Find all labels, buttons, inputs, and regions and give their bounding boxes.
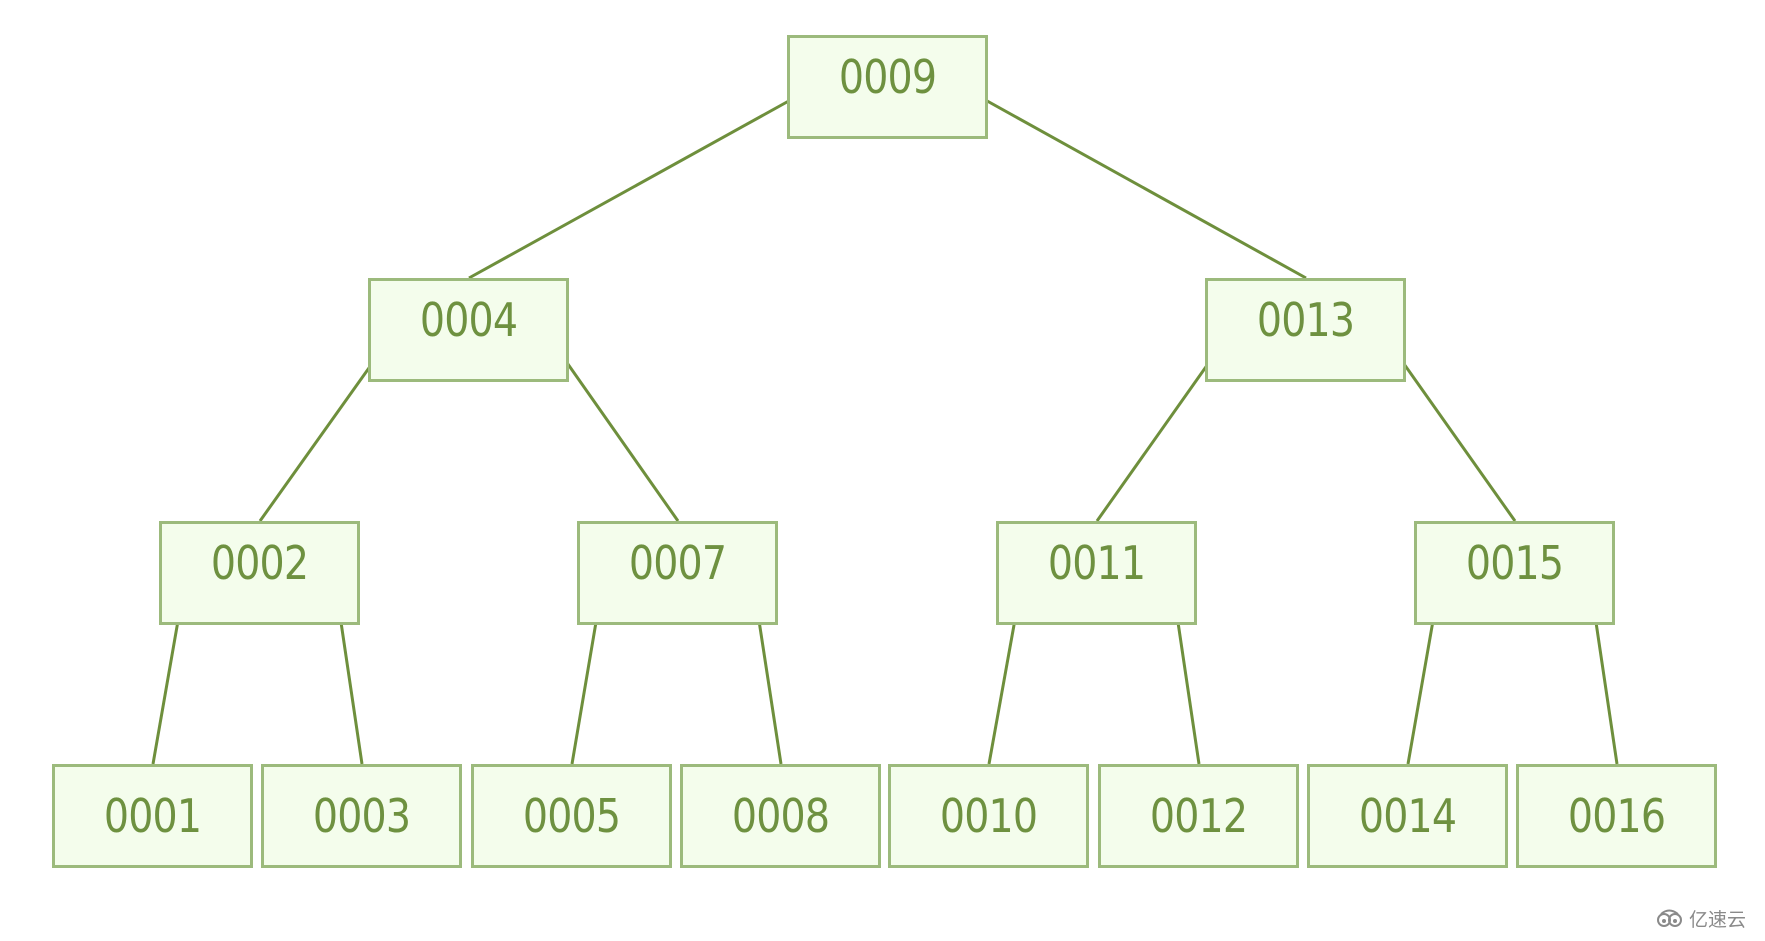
edge-0009-0004 (468, 85, 815, 280)
cloud-logo-icon (1657, 909, 1682, 927)
tree-node-0009: 0009 (787, 35, 988, 139)
node-label: 0013 (1256, 293, 1355, 347)
tree-node-0015: 0015 (1414, 521, 1615, 625)
node-label: 0004 (419, 293, 518, 347)
node-label: 0009 (838, 50, 937, 104)
edge-0009-0013 (961, 85, 1307, 280)
node-label: 0016 (1567, 789, 1666, 843)
tree-node-0004: 0004 (368, 278, 569, 382)
tree-node-0005: 0005 (471, 764, 672, 868)
node-label: 0012 (1149, 789, 1248, 843)
node-label: 0014 (1358, 789, 1457, 843)
tree-node-0001: 0001 (52, 764, 253, 868)
node-label: 0015 (1465, 536, 1564, 590)
tree-node-0003: 0003 (261, 764, 462, 868)
node-label: 0003 (312, 789, 411, 843)
node-label: 0010 (939, 789, 1038, 843)
node-label: 0007 (628, 536, 727, 590)
node-label: 0002 (210, 536, 309, 590)
tree-node-0008: 0008 (680, 764, 881, 868)
tree-node-0012: 0012 (1098, 764, 1299, 868)
tree-node-0010: 0010 (888, 764, 1089, 868)
watermark: 亿速云 (1655, 903, 1765, 933)
tree-node-0014: 0014 (1307, 764, 1508, 868)
node-label: 0008 (731, 789, 830, 843)
node-label: 0001 (103, 789, 202, 843)
node-label: 0005 (522, 789, 621, 843)
tree-node-0007: 0007 (577, 521, 778, 625)
tree-node-0013: 0013 (1205, 278, 1406, 382)
watermark-text: 亿速云 (1689, 908, 1747, 931)
tree-node-0016: 0016 (1516, 764, 1717, 868)
tree-node-0002: 0002 (159, 521, 360, 625)
node-label: 0011 (1047, 536, 1146, 590)
tree-node-0011: 0011 (996, 521, 1197, 625)
